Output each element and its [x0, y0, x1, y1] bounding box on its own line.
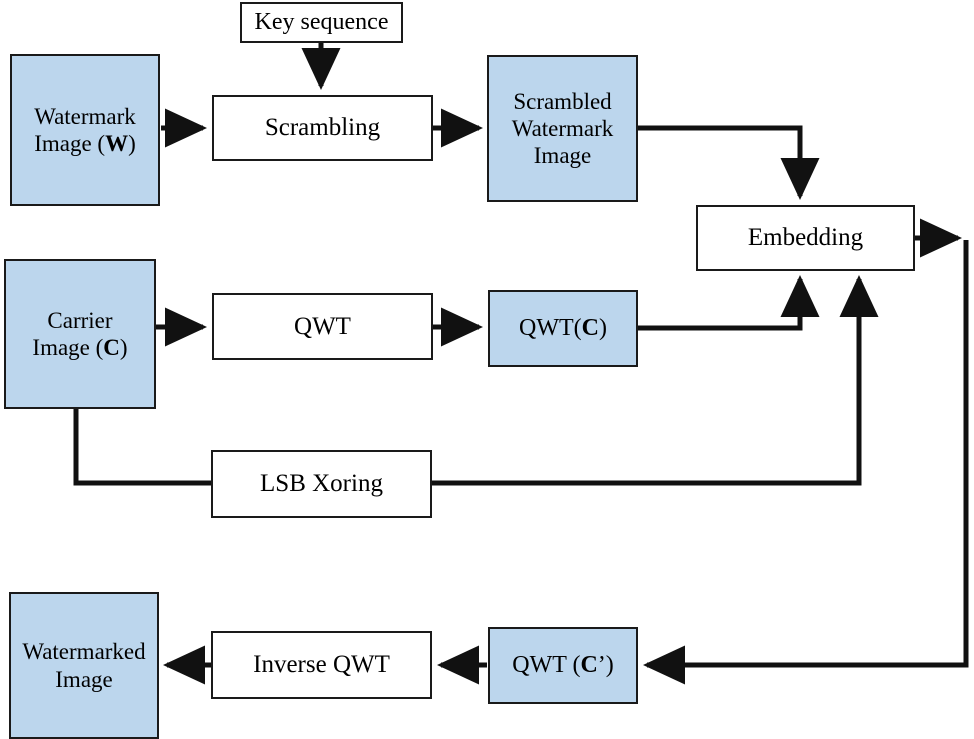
node-key-sequence-label: Key sequence: [254, 9, 389, 36]
node-lsb-xoring-label: LSB Xoring: [260, 470, 383, 498]
node-watermarked-image-label: Watermarked Image: [22, 639, 146, 692]
node-inverse-qwt-label: Inverse QWT: [253, 651, 390, 679]
node-watermark-image-label: Watermark Image (W): [34, 103, 136, 156]
node-scrambled-watermark-image-label: Scrambled Watermark Image: [511, 88, 614, 169]
node-watermark-image[interactable]: Watermark Image (W): [10, 54, 160, 206]
node-watermarked-image[interactable]: Watermarked Image: [9, 592, 159, 739]
node-scrambled-watermark-image[interactable]: Scrambled Watermark Image: [487, 55, 638, 202]
node-carrier-image[interactable]: Carrier Image (C): [4, 259, 156, 409]
node-embedding[interactable]: Embedding: [696, 205, 915, 271]
node-carrier-image-label: Carrier Image (C): [32, 307, 128, 360]
node-embedding-label: Embedding: [747, 224, 864, 252]
node-qwt-c-prime[interactable]: QWT (C’): [488, 627, 638, 704]
edge-scrambled-watermark-image-to-embedding: [638, 125, 820, 201]
node-qwt-c-label: QWT(C): [519, 315, 607, 342]
node-qwt[interactable]: QWT: [212, 293, 433, 360]
node-scrambling-label: Scrambling: [264, 114, 381, 142]
node-scrambling[interactable]: Scrambling: [212, 95, 433, 161]
node-qwt-c-prime-label: QWT (C’): [512, 652, 614, 679]
node-key-sequence[interactable]: Key sequence: [240, 2, 403, 43]
edge-embedding-to-qwt-c-prime: [642, 240, 969, 685]
node-qwt-c[interactable]: QWT(C): [488, 290, 638, 367]
edge-qwt-c-to-embedding: [638, 274, 820, 331]
edge-carrier-image-to-lsb-xoring: [73, 409, 211, 486]
node-qwt-label: QWT: [294, 312, 351, 340]
node-lsb-xoring[interactable]: LSB Xoring: [211, 450, 432, 518]
node-inverse-qwt[interactable]: Inverse QWT: [211, 631, 432, 699]
